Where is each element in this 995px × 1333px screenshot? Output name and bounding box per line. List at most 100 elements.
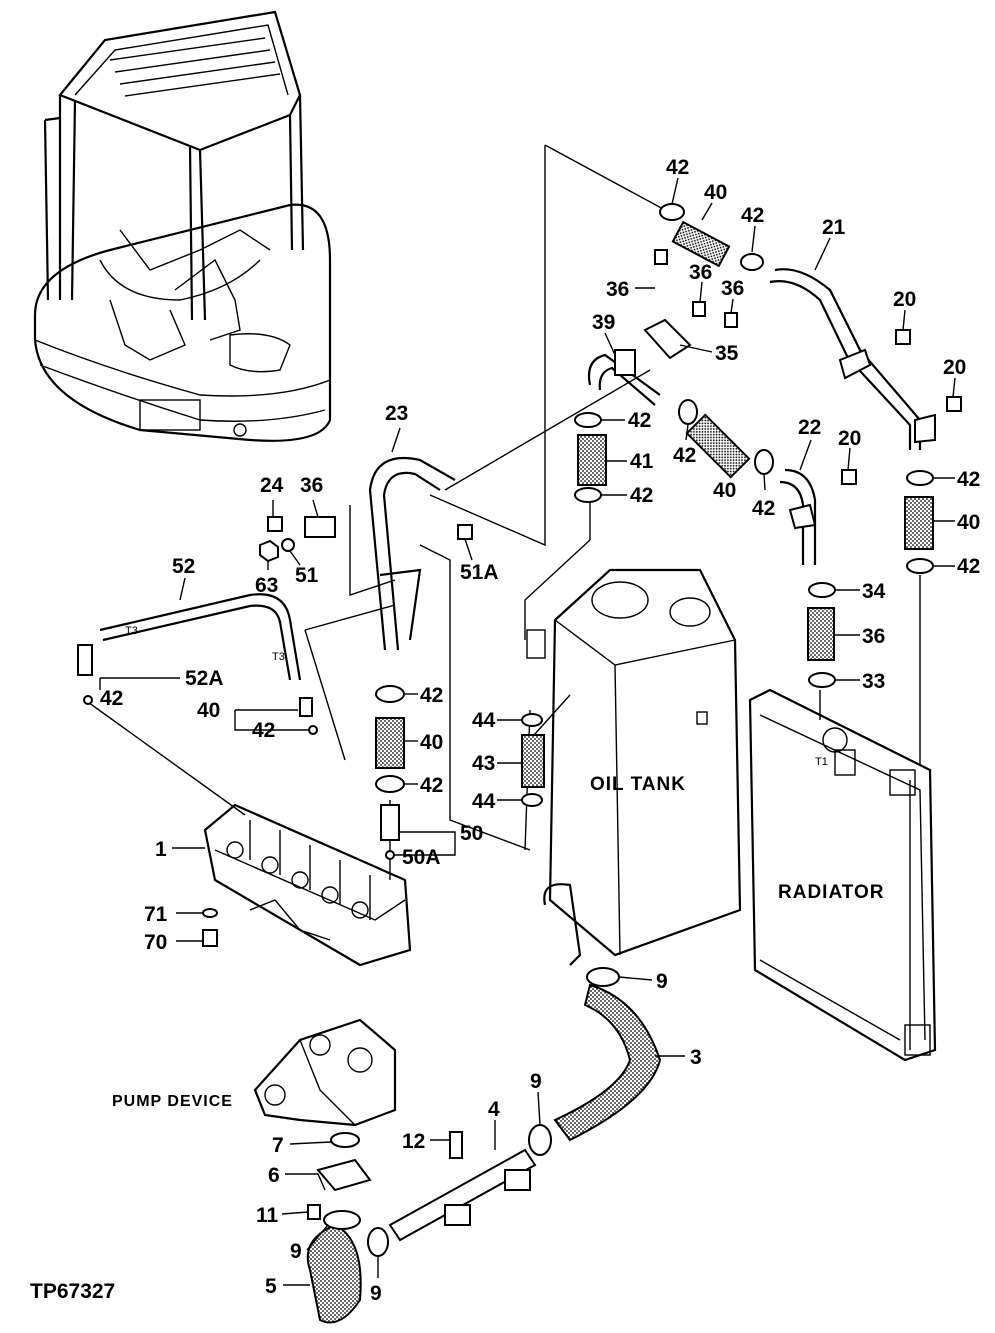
clamp-42-b xyxy=(740,253,764,271)
drawing-id: TP67327 xyxy=(30,1280,115,1303)
clamp-42-e xyxy=(678,399,698,425)
callout-label: 20 xyxy=(893,288,916,311)
callout-label: 42 xyxy=(957,468,980,491)
callout-label: 36 xyxy=(721,277,744,300)
callout-label: 52A xyxy=(185,667,224,690)
callout-label: 36 xyxy=(689,261,712,284)
fitting-50 xyxy=(380,804,400,841)
hose-marking: T1 xyxy=(815,756,828,768)
callout-label: 34 xyxy=(862,580,886,603)
clamp-42-c xyxy=(574,412,602,428)
callout-label: 21 xyxy=(822,216,846,239)
clamp-42-f xyxy=(754,449,774,475)
pump-device: PUMP DEVICE xyxy=(112,1018,397,1127)
bolt-36-e xyxy=(457,524,473,540)
callout-label: 44 xyxy=(472,709,496,732)
hose-40-mid xyxy=(685,413,751,479)
callout-label: 42 xyxy=(630,484,653,507)
callout-label: 22 xyxy=(798,416,821,439)
suction-hose-5 xyxy=(306,1223,362,1324)
oil-tank: OIL TANK xyxy=(526,568,742,966)
callout-label: 6 xyxy=(268,1164,280,1187)
callout-label: 42 xyxy=(752,497,775,520)
oring-52a xyxy=(308,725,318,735)
callout-label: 42 xyxy=(628,409,651,432)
clamp-42-h xyxy=(906,558,934,574)
bolt-20-c xyxy=(841,469,857,485)
callout-label: 40 xyxy=(957,511,980,534)
callout-leaders xyxy=(99,177,956,1286)
callout-label: 42 xyxy=(420,774,443,797)
oring-51a xyxy=(83,695,93,705)
callout-label: 40 xyxy=(704,181,727,204)
callout-label: 1 xyxy=(155,838,167,861)
clamp-44-b xyxy=(521,793,543,807)
bolt-11 xyxy=(307,1204,321,1220)
oring-71 xyxy=(202,908,218,918)
caption-oil-tank: OIL TANK xyxy=(590,774,686,795)
callout-label: 5 xyxy=(265,1275,277,1298)
clamp-9-a xyxy=(586,967,620,987)
hose-marking: T3 xyxy=(272,651,285,663)
control-valve xyxy=(203,803,412,967)
callout-label: 24 xyxy=(260,474,284,497)
callout-label: 40 xyxy=(713,479,736,502)
hose-marking: T3 xyxy=(125,625,138,637)
callout-label: 36 xyxy=(606,278,629,301)
callout-label: 36 xyxy=(862,625,885,648)
callout-label: 35 xyxy=(715,342,739,365)
callout-label: 20 xyxy=(838,427,861,450)
callout-label: 7 xyxy=(272,1134,284,1157)
hose-40-top xyxy=(671,220,731,268)
hose-3 xyxy=(553,983,662,1142)
callout-label: 9 xyxy=(290,1240,302,1263)
clamp-42-l xyxy=(375,775,405,793)
clamp-42-g xyxy=(906,470,934,486)
callout-label: 42 xyxy=(252,719,275,742)
hose-40-right xyxy=(904,496,934,550)
flange-6 xyxy=(316,1158,372,1192)
fitting-51 xyxy=(77,644,93,676)
clamp-42-i xyxy=(808,582,836,598)
callout-label: 63 xyxy=(255,574,278,597)
oring-50a xyxy=(385,850,395,860)
clamp-9-c xyxy=(323,1210,361,1230)
clamp-44-a xyxy=(521,713,543,727)
hose-43 xyxy=(521,734,545,788)
callout-label: 11 xyxy=(256,1204,279,1227)
caption-radiator: RADIATOR xyxy=(778,882,885,903)
hose-markings: T3 T3 T1 xyxy=(125,625,828,768)
bolt-12 xyxy=(449,1131,463,1159)
callout-label: 42 xyxy=(957,555,980,578)
callout-label: 33 xyxy=(862,670,885,693)
bolt-20-b xyxy=(946,396,962,412)
clamp-42-a xyxy=(659,203,685,221)
callout-label: 41 xyxy=(630,450,654,473)
bracket-33 xyxy=(304,516,336,538)
callout-label: 3 xyxy=(690,1046,702,1069)
callout-label: 42 xyxy=(100,687,123,710)
callout-label: 71 xyxy=(144,903,168,926)
callout-label: 4 xyxy=(488,1098,500,1121)
hose-40-left xyxy=(375,717,405,769)
callout-label: 51A xyxy=(460,561,499,584)
callout-label: 12 xyxy=(402,1130,425,1153)
clamp-42-j xyxy=(808,672,836,688)
plug-70 xyxy=(202,929,218,947)
callout-label: 50 xyxy=(460,822,483,845)
clamp-42-k xyxy=(375,685,405,703)
bolt-36-b xyxy=(692,301,706,317)
bolt-20-a xyxy=(895,329,911,345)
caption-pump-device: PUMP DEVICE xyxy=(112,1093,233,1110)
hose-assemblies xyxy=(99,220,936,1324)
oring-7 xyxy=(330,1132,360,1148)
callout-label: 70 xyxy=(144,931,167,954)
callout-label: 42 xyxy=(666,156,689,179)
callout-label: 51 xyxy=(295,564,319,587)
callout-label: 39 xyxy=(592,311,615,334)
small-parts xyxy=(77,203,962,1257)
callout-label: 50A xyxy=(402,846,441,869)
callout-label: 23 xyxy=(385,402,408,425)
washer-24 xyxy=(281,538,295,552)
